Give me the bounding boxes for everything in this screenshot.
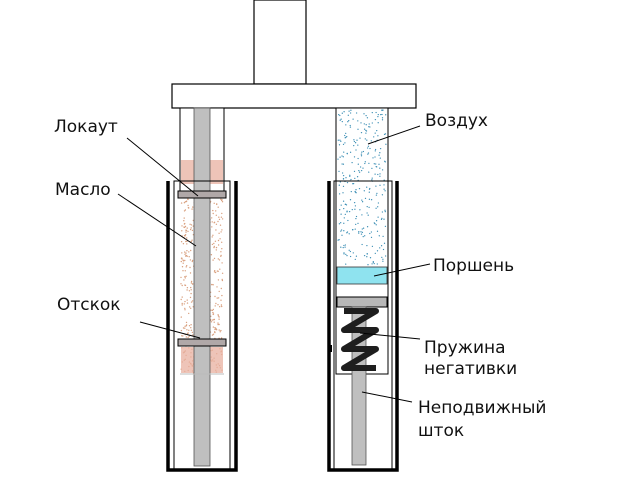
label-oil: Масло <box>55 180 111 200</box>
left-lower-inner-wall <box>173 180 231 471</box>
label-rebound: Отскок <box>57 295 121 315</box>
leader-rod <box>361 391 413 403</box>
label-lockout: Локаут <box>54 117 118 137</box>
leader-lockout <box>126 137 199 197</box>
label-air: Воздух <box>425 111 488 131</box>
label-spring-1: Пружина <box>424 338 506 358</box>
negative-spring <box>341 308 379 371</box>
negative-spring-seal <box>336 296 388 308</box>
right-lower-inner-wall <box>333 180 393 471</box>
fork-crown <box>171 83 417 109</box>
label-rod-1: Неподвижный <box>418 398 546 418</box>
label-rod-2: шток <box>418 421 464 441</box>
label-spring-2: негативки <box>424 359 517 379</box>
air-fill <box>337 109 387 266</box>
leader-rebound <box>139 321 201 339</box>
rebound-seal <box>177 338 227 347</box>
label-piston: Поршень <box>433 256 514 276</box>
leader-oil <box>117 193 197 247</box>
left-damper-rod <box>193 107 211 467</box>
leader-air <box>367 125 421 145</box>
steerer-tube <box>253 0 307 85</box>
leader-spring <box>359 332 421 340</box>
lockout-seal <box>177 190 227 199</box>
leader-piston <box>373 263 431 277</box>
air-piston <box>336 266 388 285</box>
